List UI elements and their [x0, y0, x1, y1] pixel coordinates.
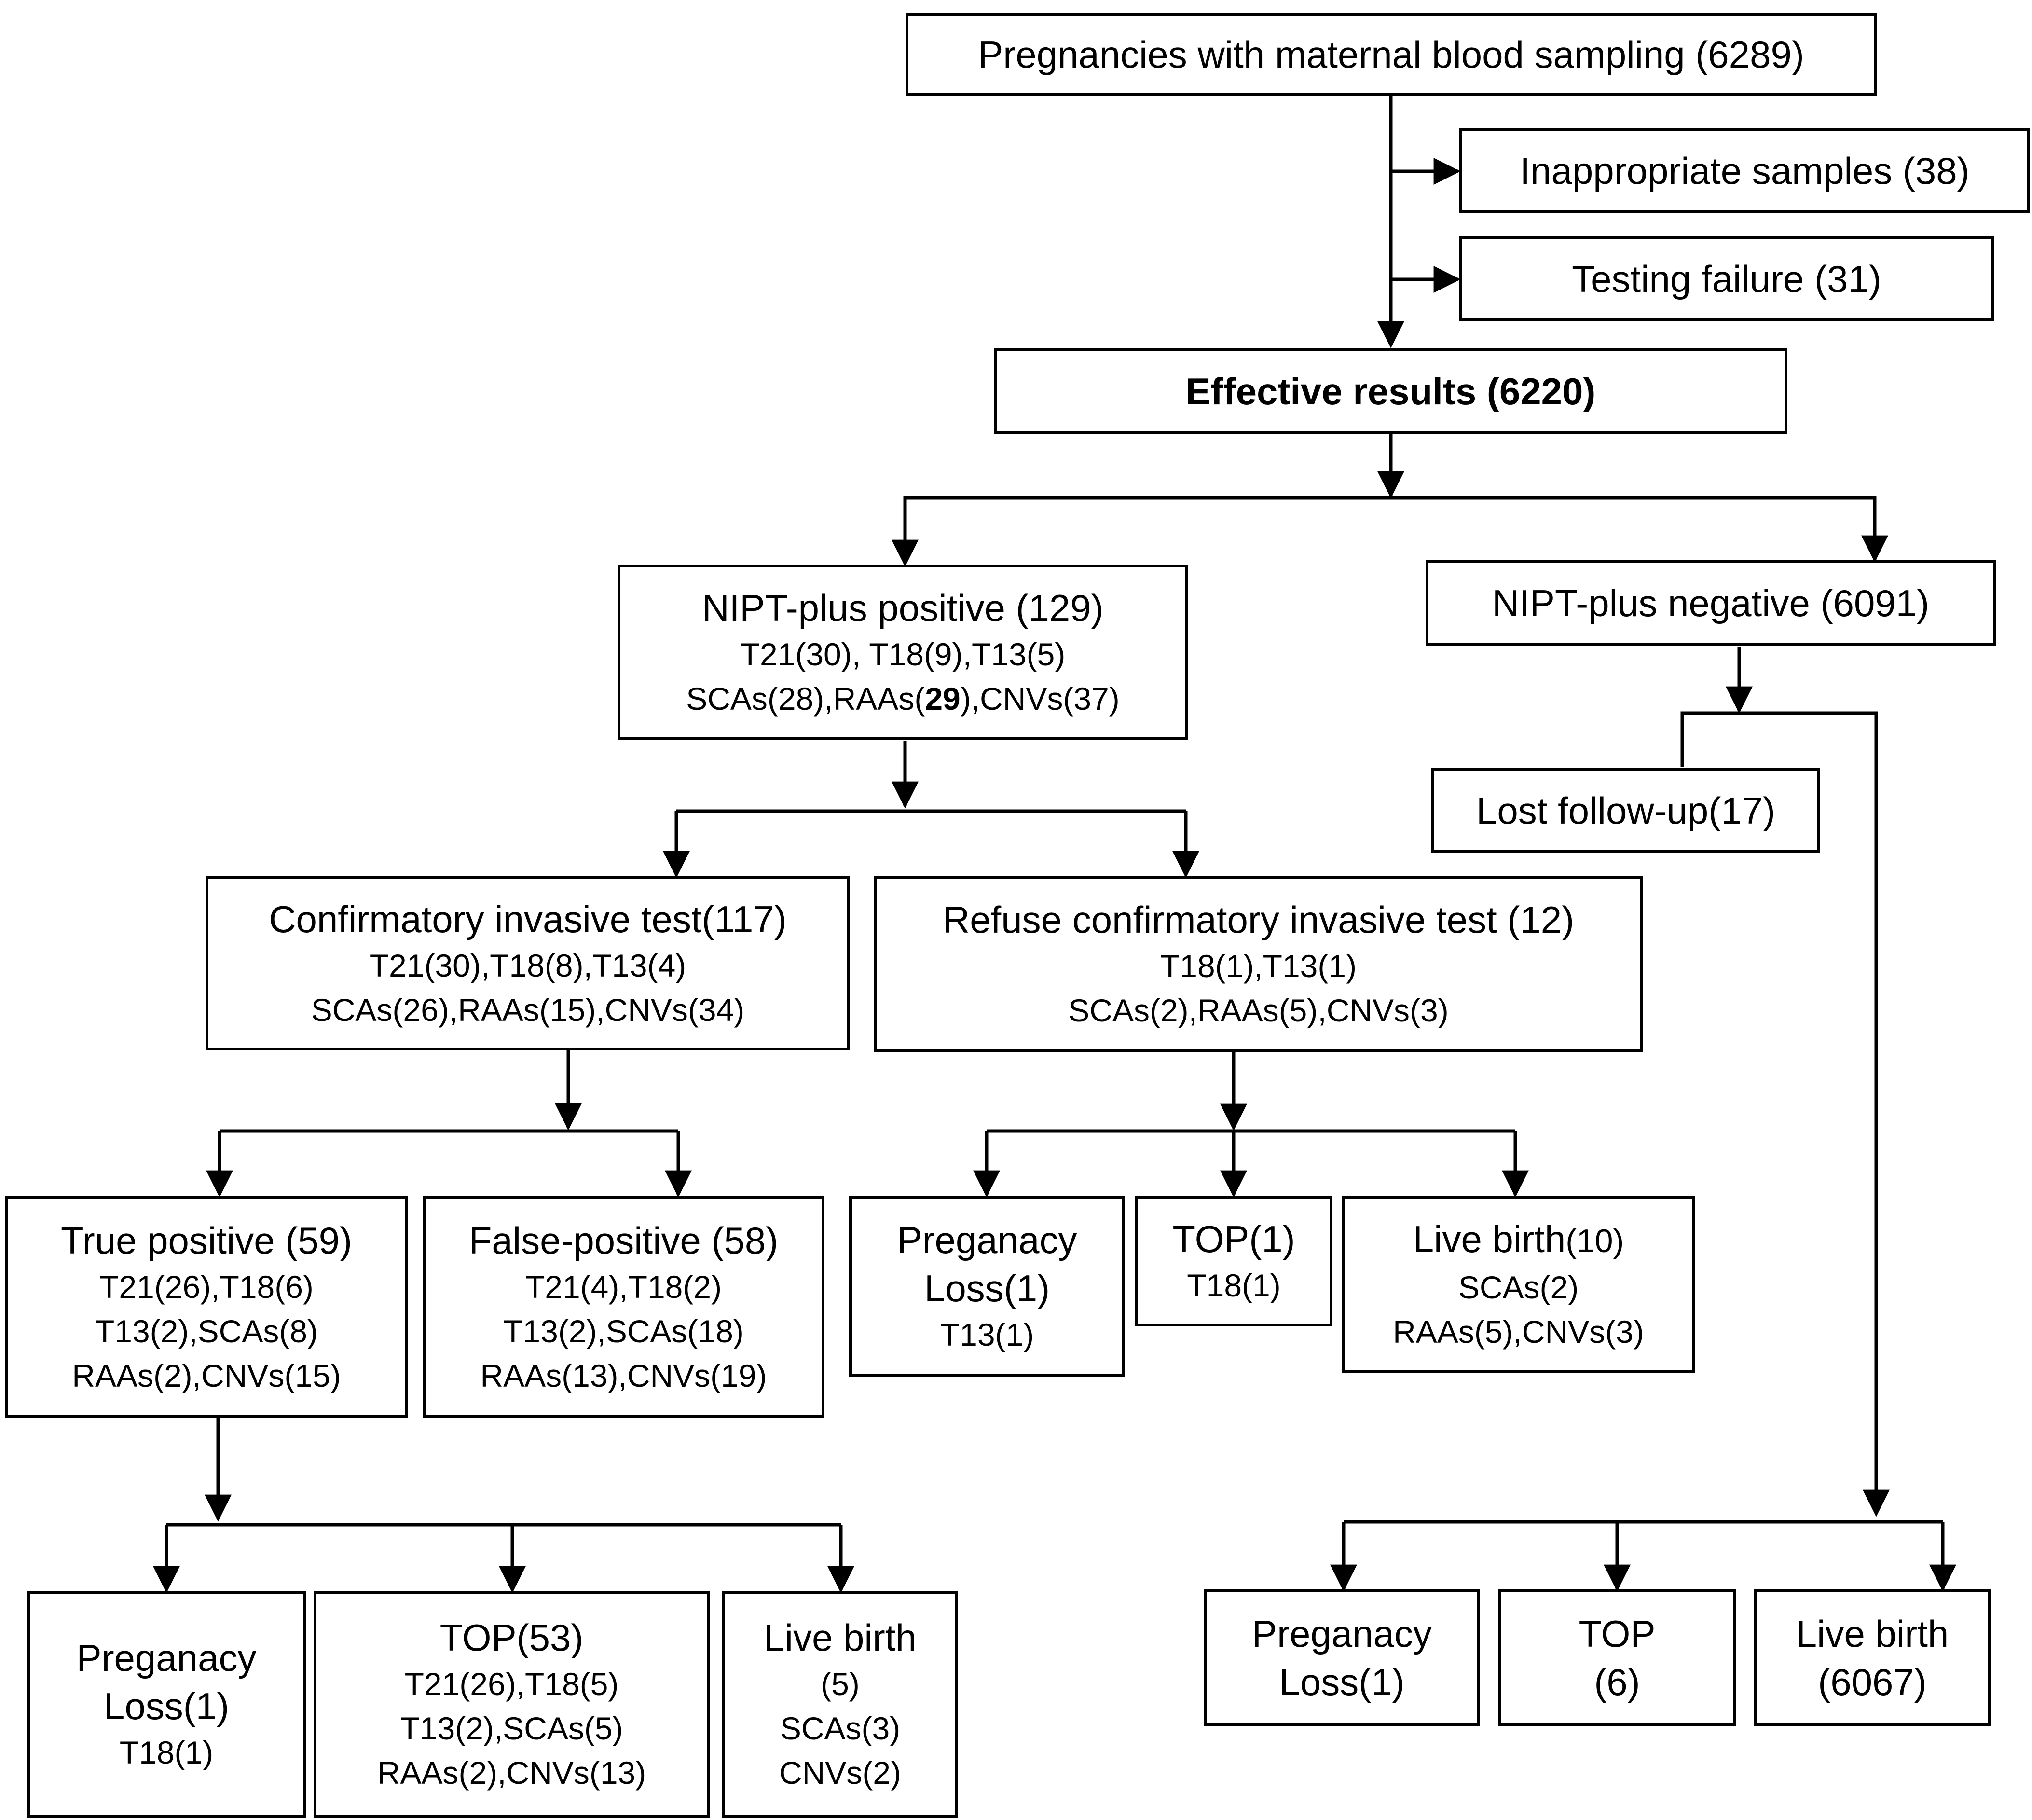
true-positive-line-3: RAAs(2),CNVs(15) [72, 1357, 341, 1393]
refuse-top-title: TOP(1) [1172, 1217, 1295, 1260]
positive-line-2: SCAs(28),RAAs(29),CNVs(37) [686, 676, 1120, 721]
neg-loss-box: Preganacy Loss(1) [1204, 1589, 1480, 1726]
refuse-live-box: Live birth(10) SCAs(2) RAAs(5),CNVs(3) [1342, 1196, 1695, 1373]
neg-loss-title-2: Loss(1) [1279, 1660, 1405, 1703]
tp-top-box: TOP(53) T21(26),T18(5) T13(2),SCAs(5) RA… [314, 1591, 710, 1818]
neg-top-title-2: (6) [1594, 1660, 1640, 1703]
neg-live-title-2: (6067) [1818, 1660, 1927, 1703]
lost-title: Lost follow-up(17) [1476, 789, 1775, 832]
tp-live-line-2: SCAs(3) [780, 1710, 901, 1746]
refuse-loss-title-1: Preganacy [897, 1219, 1077, 1261]
refuse-loss-line-1: T13(1) [940, 1317, 1034, 1352]
negative-title: NIPT-plus negative (6091) [1492, 581, 1930, 624]
false-positive-line-3: RAAs(13),CNVs(19) [480, 1357, 767, 1393]
effective-box: Effective results (6220) [994, 348, 1787, 434]
negative-box: NIPT-plus negative (6091) [1426, 560, 1996, 646]
confirm-box: Confirmatory invasive test(117) T21(30),… [206, 876, 850, 1050]
confirm-line-2: SCAs(26),RAAs(15),CNVs(34) [311, 992, 745, 1028]
tp-top-title: TOP(53) [439, 1616, 584, 1659]
confirm-line-1: T21(30),T18(8),T13(4) [369, 947, 686, 983]
neg-loss-title-1: Preganacy [1252, 1612, 1432, 1655]
false-positive-title: False-positive (58) [468, 1219, 779, 1262]
failure-box: Testing failure (31) [1459, 236, 1994, 321]
positive-line-2-post: ),CNVs(37) [960, 681, 1120, 717]
confirm-title: Confirmatory invasive test(117) [269, 897, 787, 940]
tp-top-line-1: T21(26),T18(5) [404, 1666, 619, 1702]
neg-live-title-1: Live birth [1796, 1612, 1949, 1655]
lost-box: Lost follow-up(17) [1431, 768, 1820, 853]
inappropriate-box: Inappropriate samples (38) [1459, 128, 2030, 213]
inappropriate-title: Inappropriate samples (38) [1520, 149, 1970, 192]
refuse-line-2: SCAs(2),RAAs(5),CNVs(3) [1068, 993, 1449, 1028]
tp-loss-box: Preganacy Loss(1) T18(1) [27, 1591, 306, 1818]
tp-top-line-3: RAAs(2),CNVs(13) [377, 1755, 646, 1791]
positive-line-2-bold: 29 [925, 681, 961, 717]
sampling-title: Pregnancies with maternal blood sampling… [978, 33, 1804, 76]
refuse-live-line-2: RAAs(5),CNVs(3) [1393, 1314, 1644, 1350]
failure-title: Testing failure (31) [1572, 257, 1881, 300]
tp-loss-title-2: Loss(1) [103, 1685, 230, 1727]
false-positive-line-1: T21(4),T18(2) [525, 1268, 722, 1305]
tp-live-title: Live birth [764, 1616, 917, 1659]
negative-split-bar [1680, 711, 1890, 1517]
refuse-loss-box: Preganacy Loss(1) T13(1) [849, 1196, 1125, 1377]
tp-live-line-1: (5) [821, 1666, 860, 1702]
neg-top-box: TOP (6) [1498, 1589, 1736, 1726]
sampling-box: Pregnancies with maternal blood sampling… [906, 13, 1877, 96]
refuse-top-line-1: T18(1) [1187, 1267, 1281, 1303]
split-bar-main [903, 496, 1888, 564]
positive-title: NIPT-plus positive (129) [702, 587, 1104, 629]
neg-live-box: Live birth (6067) [1754, 1589, 1991, 1726]
true-positive-line-2: T13(2),SCAs(8) [95, 1313, 318, 1349]
true-positive-line-1: T21(26),T18(6) [99, 1268, 314, 1305]
refuse-top-box: TOP(1) T18(1) [1135, 1196, 1332, 1326]
refuse-live-title: Live birth(10) [1413, 1215, 1624, 1265]
refuse-loss-title-2: Loss(1) [924, 1267, 1050, 1310]
effective-title: Effective results (6220) [1185, 370, 1596, 413]
false-positive-line-2: T13(2),SCAs(18) [503, 1313, 744, 1349]
positive-line-2-pre: SCAs(28),RAAs( [686, 681, 925, 717]
true-positive-title: True positive (59) [60, 1219, 352, 1262]
refuse-live-line-1: SCAs(2) [1458, 1269, 1579, 1305]
refuse-title: Refuse confirmatory invasive test (12) [942, 898, 1575, 941]
tp-live-box: Live birth (5) SCAs(3) CNVs(2) [722, 1591, 958, 1818]
positive-box: NIPT-plus positive (129) T21(30), T18(9)… [618, 565, 1188, 740]
refuse-line-1: T18(1),T13(1) [1160, 948, 1357, 984]
positive-line-1: T21(30), T18(9),T13(5) [740, 636, 1066, 672]
tp-top-line-2: T13(2),SCAs(5) [400, 1710, 623, 1746]
refuse-live-title-pre: Live birth [1413, 1218, 1566, 1260]
refuse-box: Refuse confirmatory invasive test (12) T… [874, 876, 1643, 1052]
refuse-live-title-count: (10) [1565, 1223, 1624, 1259]
tp-loss-title-1: Preganacy [76, 1637, 257, 1679]
true-positive-box: True positive (59) T21(26),T18(6) T13(2)… [5, 1196, 408, 1418]
tp-live-line-3: CNVs(2) [779, 1755, 901, 1791]
neg-top-title-1: TOP [1579, 1612, 1656, 1655]
tp-loss-line-1: T18(1) [119, 1735, 214, 1770]
false-positive-box: False-positive (58) T21(4),T18(2) T13(2)… [423, 1196, 824, 1418]
